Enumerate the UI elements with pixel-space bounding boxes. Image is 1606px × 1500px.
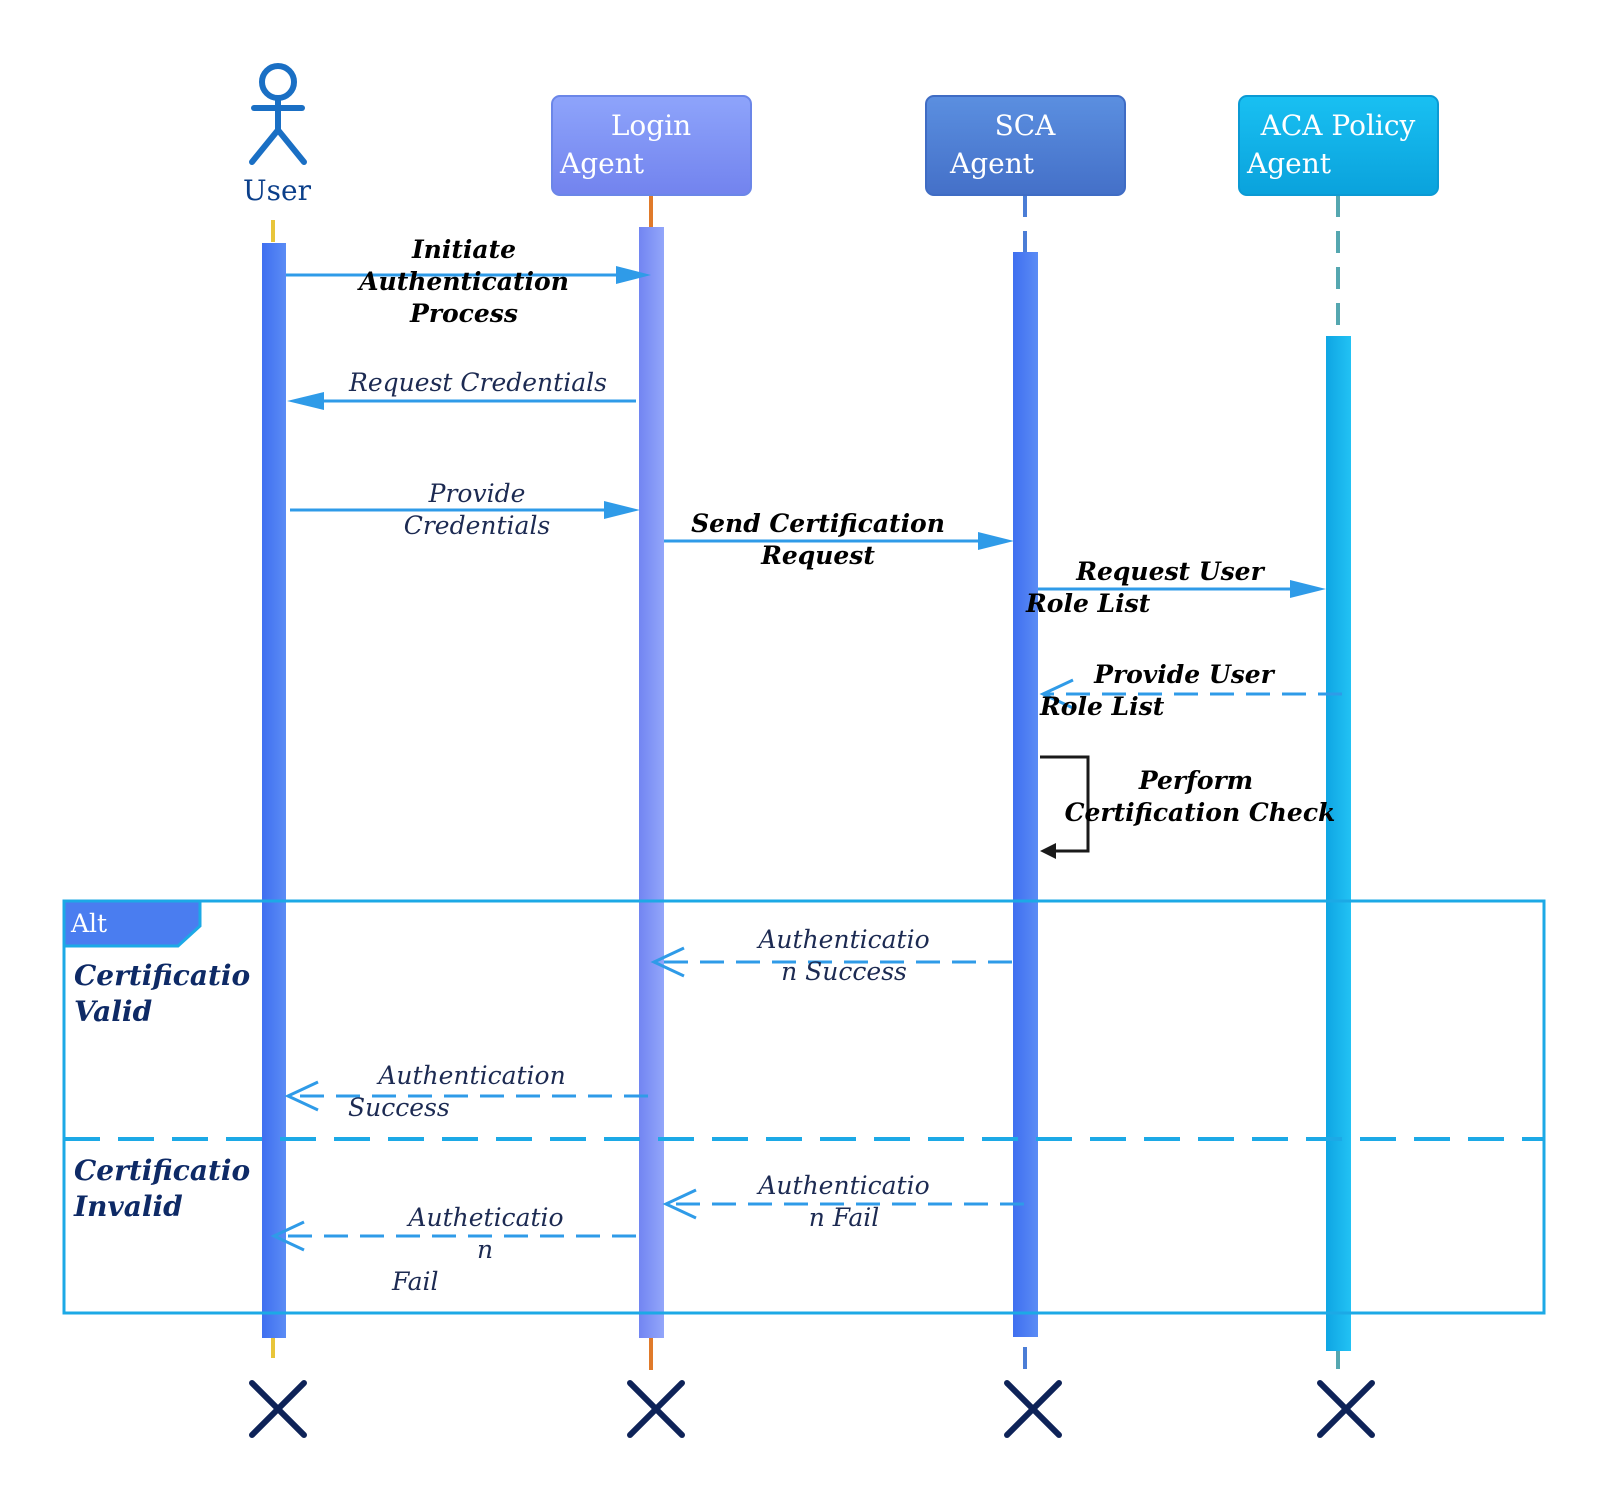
message-authentication-fail-sca: Authenticatio n Fail	[662, 1171, 1024, 1232]
participant-label-aca-1: ACA Policy	[1260, 109, 1416, 142]
participant-user: User	[243, 63, 312, 207]
message-authentication-success-sca: Authenticatio n Success	[650, 925, 1012, 986]
destroy-icon	[1004, 1380, 1062, 1438]
message-label: Authenticatio	[756, 1171, 929, 1200]
message-label: n Success	[781, 957, 907, 986]
message-label: Credentials	[404, 511, 551, 540]
message-label: Fail	[391, 1267, 439, 1296]
message-label: Perform	[1138, 766, 1253, 795]
activation-sca	[1013, 252, 1038, 1337]
message-request-user-role-list: Request User Role List	[1025, 557, 1326, 618]
arrowhead-filled	[604, 501, 640, 519]
participant-label-user: User	[243, 174, 312, 207]
activation-aca	[1326, 336, 1351, 1351]
message-label: n	[477, 1235, 493, 1264]
message-label: Request	[760, 541, 875, 570]
message-authentication-fail-login: Autheticatio n Fail	[270, 1203, 636, 1296]
activation-user	[262, 243, 286, 1338]
arrowhead-open	[1039, 678, 1074, 710]
activation-login	[639, 227, 664, 1338]
alt-frame	[62, 899, 1546, 1315]
arrowhead-open	[662, 1188, 697, 1220]
message-label: Certification Check	[1065, 798, 1336, 827]
message-label: Send Certification	[691, 509, 945, 538]
alt-label-tab	[62, 899, 202, 948]
participant-label-sca-2: Agent	[949, 147, 1035, 180]
message-send-certification-request: Send Certification Request	[664, 509, 1014, 570]
destroy-icon	[249, 1380, 307, 1438]
guard-certification-valid-2: Valid	[74, 995, 152, 1028]
participant-box-login	[551, 95, 752, 196]
participant-login: Login Agent	[551, 95, 752, 196]
alt-label: Alt	[70, 909, 107, 938]
alt-fragment: Alt Certificatio Valid Certificatio Inva…	[62, 899, 1546, 1315]
message-label: Role List	[1039, 692, 1165, 721]
arrowhead-filled	[616, 266, 651, 284]
message-label: Role List	[1025, 589, 1151, 618]
message-provide-user-role-list: Provide User Role List	[1039, 660, 1342, 721]
message-initiate-authentication: Initiate Authentication Process	[286, 235, 651, 328]
guard-certification-valid-1: Certificatio	[74, 959, 250, 992]
arrowhead-filled	[978, 532, 1014, 550]
message-label: Provide User	[1093, 660, 1276, 689]
message-perform-certification-check: Perform Certification Check	[1040, 755, 1336, 859]
message-label: Autheticatio	[406, 1203, 563, 1232]
arrowhead-filled	[1040, 843, 1056, 859]
message-label: Process	[409, 299, 518, 328]
participant-label-aca-2: Agent	[1246, 147, 1332, 180]
user-icon	[249, 63, 307, 165]
message-label: Success	[348, 1093, 450, 1122]
message-label: Authentication	[357, 267, 569, 296]
arrowhead-open	[270, 1220, 305, 1252]
arrowhead-filled	[1290, 580, 1326, 598]
participant-box-sca	[925, 95, 1126, 196]
participant-label-login-2: Agent	[559, 147, 645, 180]
participant-box-aca	[1238, 95, 1439, 196]
destroy-icon	[1317, 1380, 1375, 1438]
guard-certification-invalid-1: Certificatio	[74, 1154, 250, 1187]
participant-label-login-1: Login	[611, 109, 691, 142]
arrowhead-filled	[287, 392, 324, 410]
arrowhead-open	[284, 1080, 319, 1112]
participant-aca: ACA Policy Agent	[1238, 95, 1439, 196]
destroy-icon	[627, 1380, 685, 1438]
message-provide-credentials: Provide Credentials	[290, 479, 640, 540]
participant-sca: SCA Agent	[925, 95, 1126, 196]
message-label: Initiate	[411, 235, 516, 264]
guard-certification-invalid-2: Invalid	[73, 1190, 183, 1223]
message-label: Request Credentials	[348, 368, 607, 397]
self-message-line	[1040, 755, 1090, 853]
message-authentication-success-login: Authentication Success	[284, 1061, 648, 1122]
message-label: Authentication	[376, 1061, 565, 1090]
message-label: Provide	[428, 479, 526, 508]
message-label: Authenticatio	[756, 925, 929, 954]
message-request-credentials: Request Credentials	[287, 368, 636, 410]
message-label: Request User	[1075, 557, 1265, 586]
message-label: n Fail	[809, 1203, 880, 1232]
arrowhead-open	[650, 946, 685, 978]
participant-label-sca-1: SCA	[995, 109, 1057, 142]
